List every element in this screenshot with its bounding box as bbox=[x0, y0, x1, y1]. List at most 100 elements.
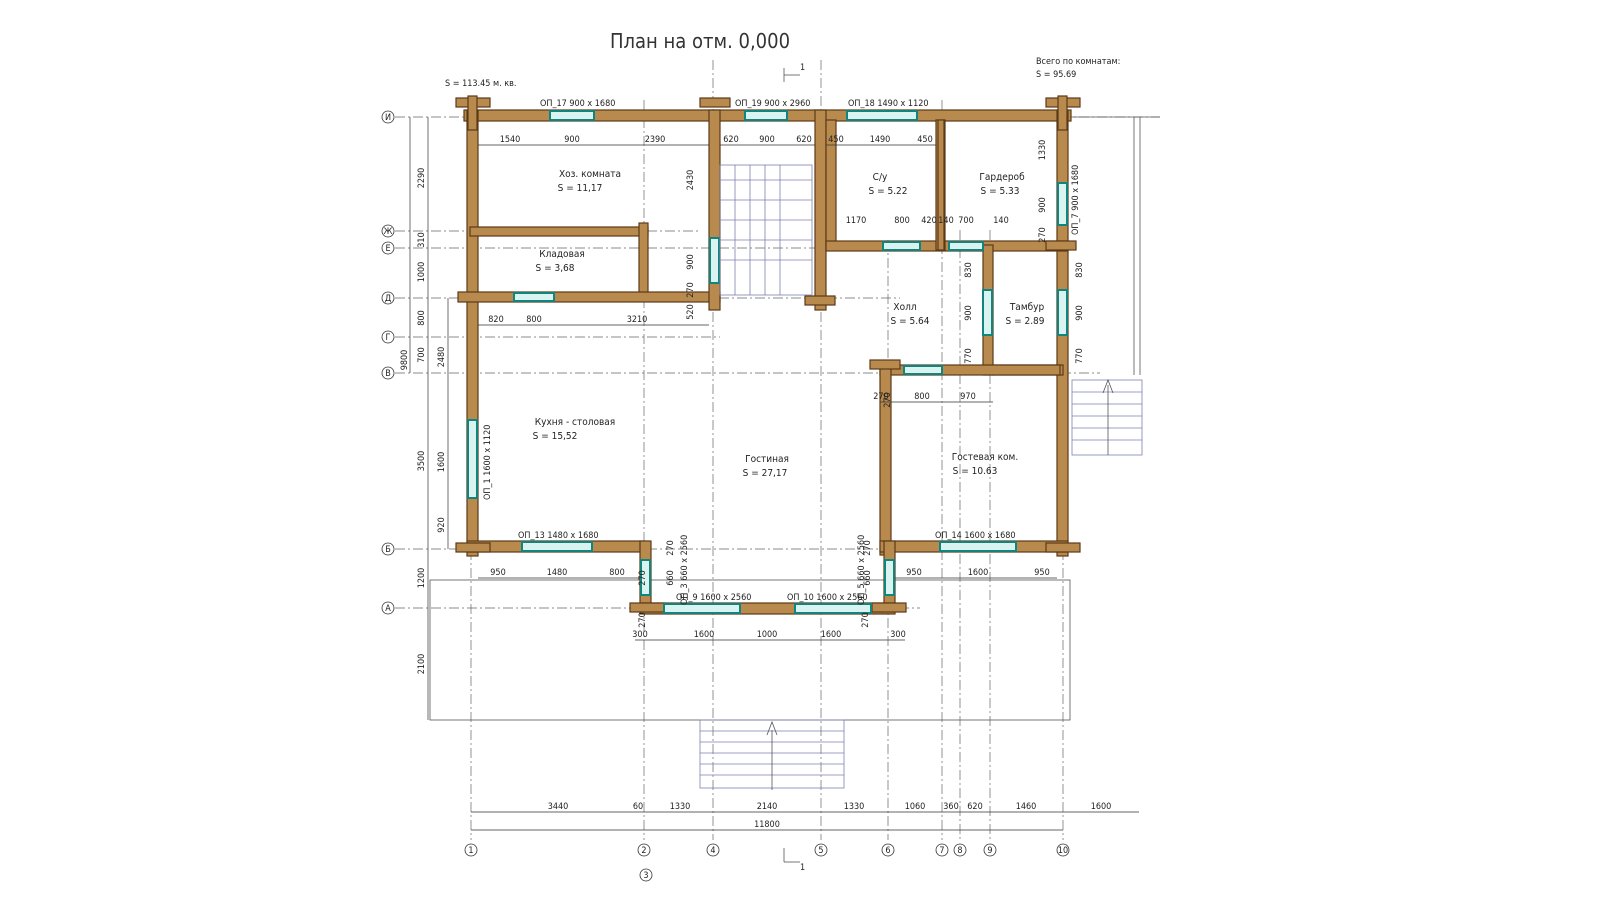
svg-text:ОП_7 900 x 1680: ОП_7 900 x 1680 bbox=[1071, 165, 1081, 235]
svg-text:8: 8 bbox=[957, 846, 962, 856]
svg-text:700: 700 bbox=[958, 216, 973, 226]
svg-text:2430: 2430 bbox=[686, 170, 696, 191]
svg-text:3210: 3210 bbox=[627, 315, 648, 325]
room-area: S = 3,68 bbox=[536, 263, 575, 274]
room-area: S = 5.33 bbox=[981, 186, 1020, 197]
svg-text:3440: 3440 bbox=[548, 802, 569, 812]
section-mark-top: 1 bbox=[783, 63, 805, 82]
svg-text:660: 660 bbox=[666, 570, 676, 585]
svg-text:1330: 1330 bbox=[670, 802, 691, 812]
svg-text:1000: 1000 bbox=[757, 630, 778, 640]
svg-text:1480: 1480 bbox=[547, 568, 568, 578]
svg-text:1: 1 bbox=[800, 63, 805, 73]
svg-text:ОП_1 1600 x 1120: ОП_1 1600 x 1120 bbox=[483, 425, 493, 500]
room-name: Кладовая bbox=[539, 249, 585, 260]
svg-text:900: 900 bbox=[1038, 197, 1048, 212]
svg-text:830: 830 bbox=[1075, 262, 1085, 277]
room-name: Тамбур bbox=[1009, 301, 1045, 313]
svg-text:ОП_14 1600 x 1680: ОП_14 1600 x 1680 bbox=[935, 531, 1016, 541]
section-mark-bottom: 1 bbox=[783, 848, 805, 873]
svg-text:270: 270 bbox=[666, 540, 676, 555]
svg-text:1330: 1330 bbox=[844, 802, 865, 812]
rooms-total-value: S = 95.69 bbox=[1036, 70, 1076, 80]
svg-text:1: 1 bbox=[800, 863, 805, 873]
svg-text:270: 270 bbox=[1038, 227, 1048, 242]
svg-text:420: 420 bbox=[921, 216, 936, 226]
svg-text:1600: 1600 bbox=[968, 568, 989, 578]
svg-text:7: 7 bbox=[939, 846, 944, 856]
windows bbox=[467, 110, 1068, 614]
svg-text:900: 900 bbox=[759, 135, 774, 145]
svg-text:9: 9 bbox=[987, 846, 992, 856]
svg-text:270: 270 bbox=[883, 392, 893, 407]
svg-text:2480: 2480 bbox=[437, 347, 447, 368]
room-name: Гостиная bbox=[745, 454, 789, 465]
svg-text:И: И bbox=[385, 113, 391, 123]
svg-text:800: 800 bbox=[914, 392, 929, 402]
window-labels: ОП_17 900 x 1680 ОП_19 900 x 2960 ОП_18 … bbox=[483, 99, 1081, 605]
svg-text:Б: Б bbox=[385, 545, 391, 555]
room-name: Гардероб bbox=[979, 171, 1025, 183]
svg-text:800: 800 bbox=[894, 216, 909, 226]
svg-text:В: В bbox=[385, 369, 391, 379]
svg-text:ОП_10 1600 x 2560: ОП_10 1600 x 2560 bbox=[787, 593, 868, 603]
svg-text:140: 140 bbox=[993, 216, 1008, 226]
room-area: S = 11,17 bbox=[558, 183, 603, 194]
svg-text:1600: 1600 bbox=[1091, 802, 1112, 812]
svg-text:1170: 1170 bbox=[846, 216, 867, 226]
entrance-stair-front bbox=[699, 719, 845, 790]
room-area: S = 5.22 bbox=[869, 186, 908, 197]
svg-text:310: 310 bbox=[417, 232, 427, 247]
svg-text:270: 270 bbox=[863, 540, 873, 555]
room-name: Хоз. комната bbox=[559, 169, 621, 180]
room-area: S = 5.64 bbox=[891, 316, 930, 327]
svg-text:А: А bbox=[385, 604, 391, 614]
svg-text:360: 360 bbox=[943, 802, 958, 812]
svg-text:ОП_3 660 x 2560: ОП_3 660 x 2560 bbox=[680, 535, 690, 605]
svg-text:2100: 2100 bbox=[417, 654, 427, 675]
svg-text:270: 270 bbox=[686, 282, 696, 297]
svg-text:700: 700 bbox=[417, 347, 427, 362]
entrance-stair-side bbox=[1071, 378, 1143, 456]
rooms-total-label: Всего по комнатам: bbox=[1036, 57, 1120, 67]
dimension-chain-bottom: 3440 60 1330 2140 1330 1060 360 620 1460… bbox=[471, 802, 1139, 831]
svg-text:1060: 1060 bbox=[905, 802, 926, 812]
svg-text:450: 450 bbox=[917, 135, 932, 145]
svg-text:950: 950 bbox=[906, 568, 921, 578]
svg-text:830: 830 bbox=[964, 262, 974, 277]
svg-text:970: 970 bbox=[960, 392, 975, 402]
dimension-chain-left: 2290 310 1000 800 700 3500 1200 2100 980… bbox=[400, 117, 449, 720]
svg-text:1: 1 bbox=[468, 846, 473, 856]
axis-lines-horizontal bbox=[395, 116, 1160, 609]
room-name: Холл bbox=[893, 302, 916, 313]
svg-text:900: 900 bbox=[964, 305, 974, 320]
svg-text:1490: 1490 bbox=[870, 135, 891, 145]
svg-text:1000: 1000 bbox=[417, 262, 427, 283]
svg-text:ОП_18 1490 x 1120: ОП_18 1490 x 1120 bbox=[848, 99, 929, 109]
svg-text:ОП_5 660 x 2560: ОП_5 660 x 2560 bbox=[857, 535, 867, 605]
svg-text:800: 800 bbox=[417, 310, 427, 325]
svg-text:5: 5 bbox=[818, 846, 823, 856]
svg-text:1600: 1600 bbox=[821, 630, 842, 640]
room-labels: Хоз. комната S = 11,17 Кладовая S = 3,68… bbox=[533, 169, 1045, 479]
svg-text:6: 6 bbox=[885, 846, 890, 856]
svg-text:Г: Г bbox=[386, 333, 391, 343]
plan-title: План на отм. 0,000 bbox=[610, 29, 790, 53]
svg-text:900: 900 bbox=[564, 135, 579, 145]
svg-text:300: 300 bbox=[890, 630, 905, 640]
svg-text:950: 950 bbox=[490, 568, 505, 578]
svg-text:Е: Е bbox=[385, 244, 390, 254]
svg-text:620: 620 bbox=[796, 135, 811, 145]
svg-text:1600: 1600 bbox=[437, 452, 447, 473]
svg-text:820: 820 bbox=[488, 315, 503, 325]
svg-text:2140: 2140 bbox=[757, 802, 778, 812]
svg-text:2290: 2290 bbox=[417, 168, 427, 189]
svg-text:3: 3 bbox=[643, 871, 648, 881]
svg-text:770: 770 bbox=[964, 348, 974, 363]
svg-text:Ж: Ж bbox=[384, 227, 393, 237]
svg-text:2: 2 bbox=[641, 846, 646, 856]
svg-text:ОП_13 1480 x 1680: ОП_13 1480 x 1680 bbox=[518, 531, 599, 541]
svg-text:3500: 3500 bbox=[417, 451, 427, 472]
svg-text:ОП_9 1600 x 2560: ОП_9 1600 x 2560 bbox=[676, 593, 751, 603]
svg-text:270: 270 bbox=[638, 612, 648, 627]
